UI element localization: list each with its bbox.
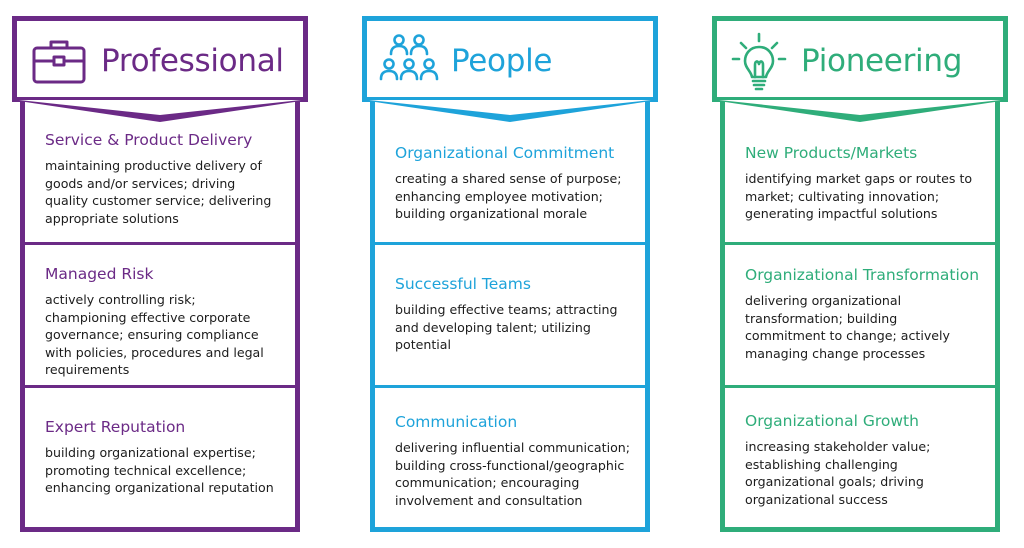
column-pioneering: New Products/Markets identifying market … bbox=[712, 0, 1008, 540]
section-description: actively controlling risk; championing e… bbox=[45, 292, 264, 377]
section-title: New Products/Markets bbox=[745, 144, 918, 162]
section-title: Organizational Transformation bbox=[745, 266, 980, 284]
section-description: creating a shared sense of purpose; enha… bbox=[395, 171, 622, 221]
section-description: maintaining productive delivery of goods… bbox=[45, 158, 272, 226]
section-title: Organizational Commitment bbox=[395, 144, 615, 162]
section-title: Organizational Growth bbox=[745, 412, 919, 430]
section-new-products-markets: New Products/Markets identifying market … bbox=[725, 143, 995, 223]
section-expert-reputation: Expert Reputation building organizationa… bbox=[25, 417, 295, 497]
section-title: Successful Teams bbox=[395, 275, 531, 293]
section-title: Communication bbox=[395, 413, 518, 431]
section-divider bbox=[375, 385, 645, 388]
lightbulb-icon bbox=[731, 32, 787, 91]
column-body: Service & Product Delivery maintaining p… bbox=[20, 100, 300, 532]
column-people: Organizational Commitment creating a sha… bbox=[362, 0, 658, 540]
section-managed-risk: Managed Risk actively controlling risk; … bbox=[25, 264, 295, 379]
section-title: Expert Reputation bbox=[45, 418, 186, 436]
briefcase-icon bbox=[32, 40, 86, 84]
column-title: Professional bbox=[101, 43, 284, 79]
section-divider bbox=[725, 242, 995, 245]
section-description: identifying market gaps or routes to mar… bbox=[745, 171, 973, 221]
header-pointer bbox=[712, 100, 1008, 122]
column-professional: Service & Product Delivery maintaining p… bbox=[12, 0, 308, 540]
section-organizational-transformation: Organizational Transformation delivering… bbox=[725, 265, 995, 362]
column-header: Professional bbox=[12, 16, 308, 102]
column-title: Pioneering bbox=[801, 43, 963, 79]
section-divider bbox=[725, 385, 995, 388]
section-description: increasing stakeholder value; establishi… bbox=[745, 439, 931, 507]
section-communication: Communication delivering influential com… bbox=[375, 412, 645, 509]
header-pointer bbox=[362, 100, 658, 122]
section-organizational-commitment: Organizational Commitment creating a sha… bbox=[375, 143, 645, 223]
section-divider bbox=[375, 242, 645, 245]
section-description: delivering organizational transformation… bbox=[745, 293, 951, 361]
section-description: delivering influential communication; bu… bbox=[395, 440, 631, 508]
header-pointer bbox=[12, 100, 308, 122]
column-body: Organizational Commitment creating a sha… bbox=[370, 100, 650, 532]
column-title: People bbox=[451, 43, 553, 79]
section-service-product-delivery: Service & Product Delivery maintaining p… bbox=[25, 130, 295, 227]
section-divider bbox=[25, 385, 295, 388]
column-header: People bbox=[362, 16, 658, 102]
section-description: building effective teams; attracting and… bbox=[395, 302, 618, 352]
section-organizational-growth: Organizational Growth increasing stakeho… bbox=[725, 411, 995, 508]
column-body: New Products/Markets identifying market … bbox=[720, 100, 1000, 532]
section-description: building organizational expertise; promo… bbox=[45, 445, 274, 495]
section-divider bbox=[25, 242, 295, 245]
section-title: Managed Risk bbox=[45, 265, 154, 283]
section-successful-teams: Successful Teams building effective team… bbox=[375, 274, 645, 354]
people-group-icon bbox=[379, 34, 439, 81]
section-title: Service & Product Delivery bbox=[45, 131, 253, 149]
column-header: Pioneering bbox=[712, 16, 1008, 102]
